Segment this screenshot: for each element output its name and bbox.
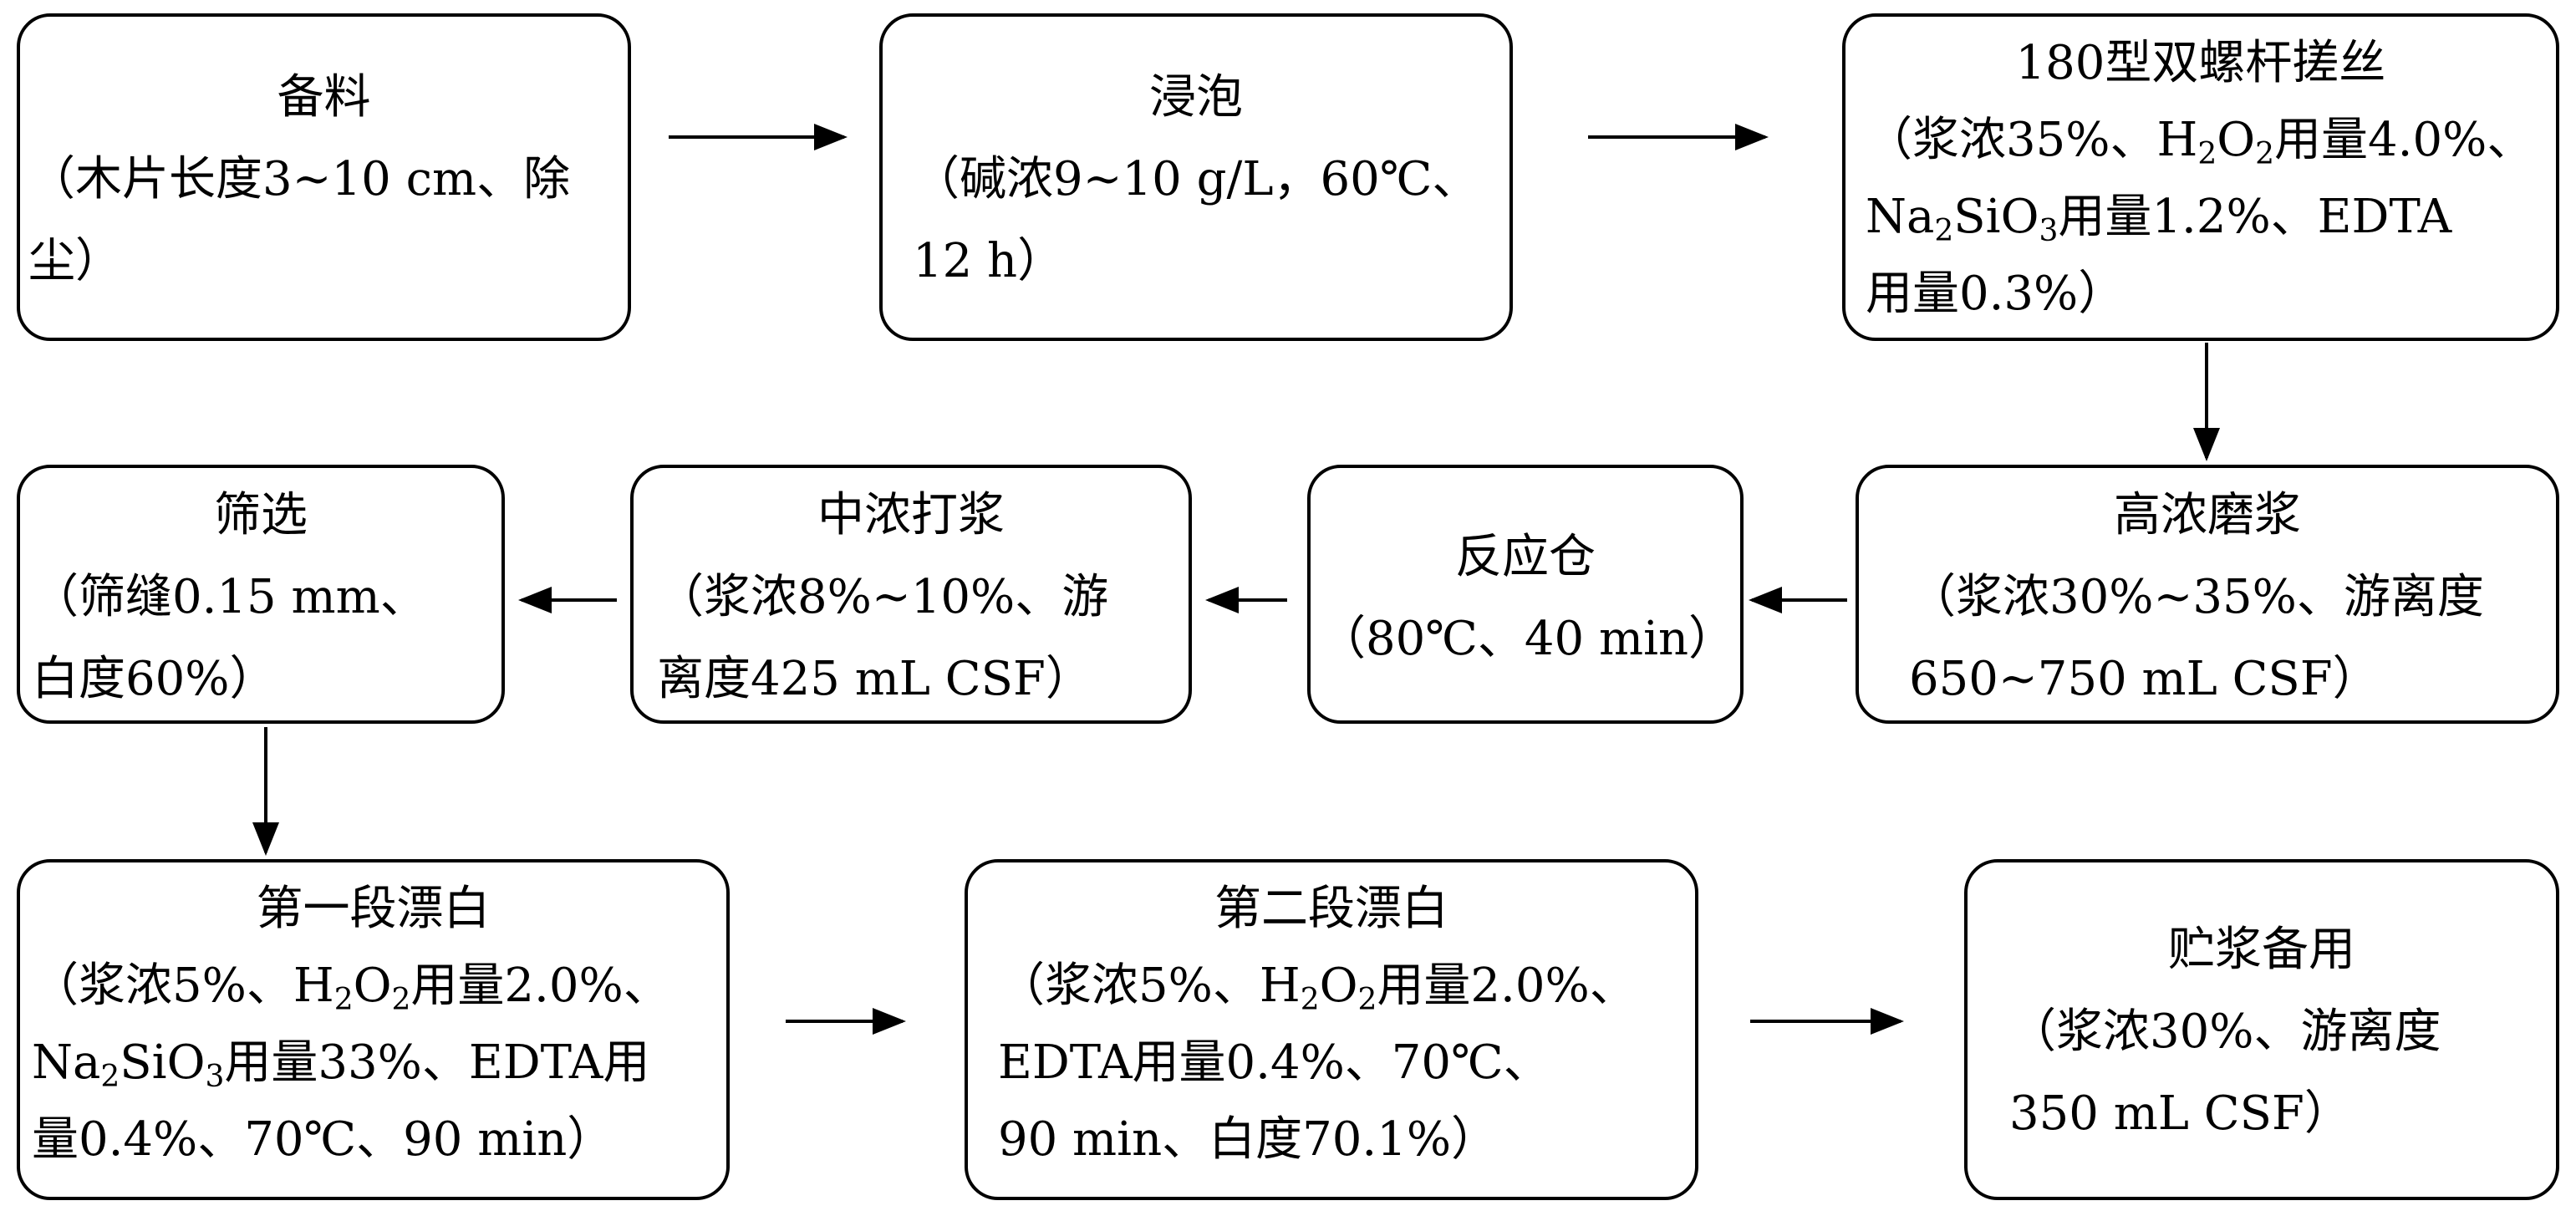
node-screening: 筛选 （筛缝0.15 mm、 白度60%） <box>17 465 505 724</box>
node-detail-line: EDTA用量0.4%、70℃、 <box>998 1035 1550 1090</box>
node-detail-line: 尘） <box>28 234 122 288</box>
node-detail-line: 白度60%） <box>32 652 277 706</box>
node-hc-refining: 高浓磨浆 （浆浓30%~35%、游离度 650~750 mL CSF） <box>1856 465 2559 724</box>
node-detail-line: Na2SiO3用量1.2%、EDTA <box>1866 190 2452 248</box>
node-detail-line: 离度425 mL CSF） <box>657 652 1092 706</box>
node-detail-line: （浆浓35%、H2O2用量4.0%、 <box>1866 113 2534 171</box>
node-mc-beating: 中浓打浆 （浆浓8%~10%、游 离度425 mL CSF） <box>630 465 1192 724</box>
node-bleach1: 第一段漂白 （浆浓5%、H2O2用量2.0%、 Na2SiO3用量33%、EDT… <box>17 859 730 1200</box>
node-detail-line: （浆浓30%~35%、游离度 <box>1909 570 2484 624</box>
node-detail-line: Na2SiO3用量33%、EDTA用 <box>32 1035 650 1094</box>
node-storage: 贮浆备用 （浆浓30%、游离度 350 mL CSF） <box>1964 859 2559 1200</box>
node-title: 第二段漂白 <box>1214 882 1448 936</box>
node-detail-line: （80℃、40 min） <box>1319 612 1736 666</box>
node-title: 备料 <box>277 70 371 125</box>
node-title: 贮浆备用 <box>2168 923 2355 977</box>
node-detail-line: （木片长度3~10 cm、除 <box>28 152 571 206</box>
node-title: 反应仓 <box>1455 530 1596 584</box>
node-title: 高浓磨浆 <box>2114 488 2301 542</box>
node-detail-line: （浆浓5%、H2O2用量2.0%、 <box>32 959 670 1017</box>
node-title: 第一段漂白 <box>256 882 491 936</box>
node-title: 180型双螺杆搓丝 <box>2015 36 2386 90</box>
node-detail-line: 用量0.3%） <box>1866 267 2125 321</box>
node-detail-line: 量0.4%、70℃、90 min） <box>32 1112 614 1167</box>
node-bleach2: 第二段漂白 （浆浓5%、H2O2用量2.0%、 EDTA用量0.4%、70℃、 … <box>965 859 1698 1200</box>
node-detail-line: （碱浓9~10 g/L，60℃、 <box>913 152 1479 206</box>
node-twin-screw: 180型双螺杆搓丝 （浆浓35%、H2O2用量4.0%、 Na2SiO3用量1.… <box>1842 13 2559 341</box>
node-detail-line: 350 mL CSF） <box>2009 1086 2351 1141</box>
node-detail-line: 650~750 mL CSF） <box>1909 652 2380 706</box>
node-detail-line: （浆浓8%~10%、游 <box>657 570 1109 624</box>
node-prep: 备料 （木片长度3~10 cm、除 尘） <box>17 13 631 341</box>
node-title: 浸泡 <box>1149 70 1243 125</box>
node-reactor: 反应仓 （80℃、40 min） <box>1307 465 1744 724</box>
node-title: 中浓打浆 <box>817 488 1005 542</box>
node-soak: 浸泡 （碱浓9~10 g/L，60℃、 12 h） <box>879 13 1513 341</box>
node-detail-line: （浆浓5%、H2O2用量2.0%、 <box>998 959 1637 1017</box>
node-detail-line: （浆浓30%、游离度 <box>2009 1005 2441 1059</box>
node-detail-line: 12 h） <box>913 234 1065 288</box>
node-detail-line: （筛缝0.15 mm、 <box>32 570 427 624</box>
node-detail-line: 90 min、白度70.1%） <box>998 1112 1499 1167</box>
node-title: 筛选 <box>214 488 308 542</box>
